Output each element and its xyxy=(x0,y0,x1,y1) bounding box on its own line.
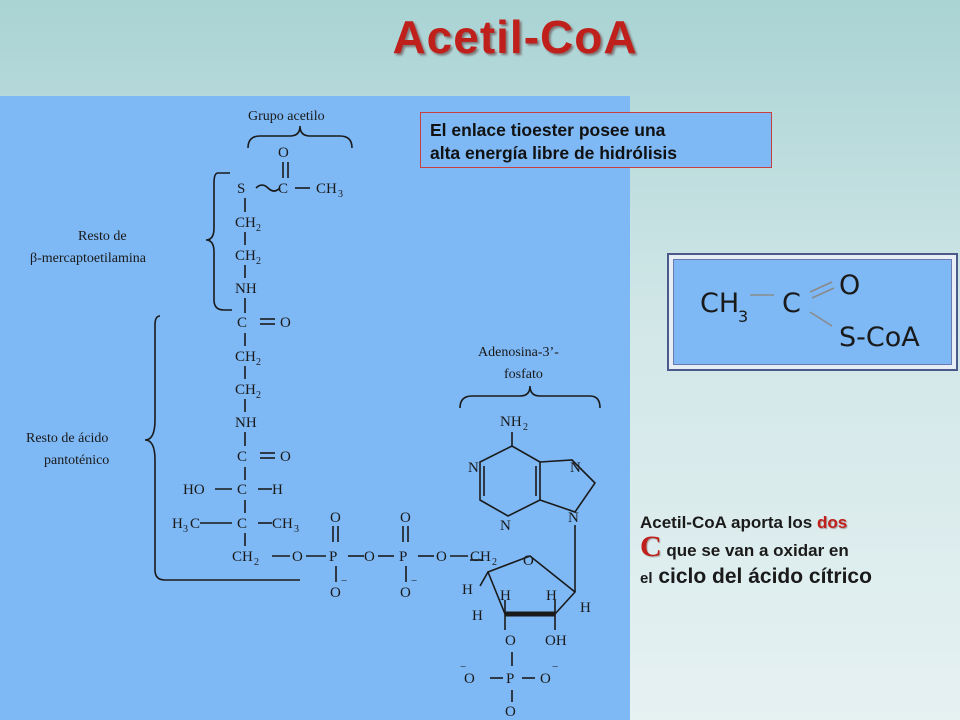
thioester-note: El enlace tioester posee una alta energí… xyxy=(420,112,772,168)
svg-text:NH: NH xyxy=(235,415,257,431)
svg-text:2: 2 xyxy=(492,557,497,568)
svg-text:NH: NH xyxy=(235,281,257,297)
svg-text:3: 3 xyxy=(294,524,299,535)
caption-part-2: que se van a oxidar en xyxy=(661,541,849,560)
svg-text:H: H xyxy=(546,588,557,604)
svg-text:CH: CH xyxy=(235,248,256,264)
svg-text:CH: CH xyxy=(272,516,293,532)
caption-part-1: Acetil-CoA aporta los xyxy=(640,513,817,532)
svg-text:H: H xyxy=(472,608,483,624)
svg-text:2: 2 xyxy=(254,557,259,568)
svg-text:−: − xyxy=(341,575,347,587)
svg-text:2: 2 xyxy=(256,357,261,368)
caption-line-1: Acetil-CoA aporta los dos xyxy=(640,512,955,534)
formula-o: O xyxy=(839,270,860,301)
caption-text: Acetil-CoA aporta los dos C que se van a… xyxy=(640,512,955,594)
svg-text:CH: CH xyxy=(235,215,256,231)
label-fosfato: fosfato xyxy=(504,367,543,382)
svg-text:N: N xyxy=(568,510,579,526)
svg-text:CH: CH xyxy=(232,549,253,565)
svg-text:N: N xyxy=(468,460,479,476)
caption-line-2: C que se van a oxidar en xyxy=(640,532,955,562)
svg-text:2: 2 xyxy=(256,256,261,267)
formula-c: C xyxy=(782,288,801,319)
svg-text:P: P xyxy=(329,549,337,565)
svg-text:H: H xyxy=(462,582,473,598)
caption-c: C xyxy=(640,530,662,563)
note-line-1: El enlace tioester posee una xyxy=(430,120,666,140)
svg-text:P: P xyxy=(399,549,407,565)
acetyl-coa-structure-diagram: O S C CH3 CH2 CH2 NH C O CH2 CH2 NH C O … xyxy=(26,109,601,720)
svg-text:C: C xyxy=(237,482,247,498)
svg-text:CH: CH xyxy=(235,382,256,398)
svg-text:C: C xyxy=(237,315,247,331)
svg-text:O: O xyxy=(330,585,341,601)
svg-text:O: O xyxy=(505,704,516,720)
svg-text:O: O xyxy=(436,549,447,565)
svg-text:P: P xyxy=(506,671,514,687)
formula-ch: CH xyxy=(700,288,739,319)
svg-text:S: S xyxy=(237,181,245,197)
label-grupo-acetilo: Grupo acetilo xyxy=(248,109,325,124)
svg-text:O: O xyxy=(400,510,411,526)
svg-text:CH: CH xyxy=(316,181,337,197)
svg-text:H: H xyxy=(580,600,591,616)
svg-text:C: C xyxy=(237,516,247,532)
svg-text:N: N xyxy=(570,460,581,476)
label-adenosina: Adenosina-3’- xyxy=(478,345,559,360)
svg-text:−: − xyxy=(460,661,466,673)
label-resto-de: Resto de xyxy=(78,229,127,244)
svg-text:2: 2 xyxy=(256,223,261,234)
svg-text:O: O xyxy=(464,671,475,687)
svg-text:O: O xyxy=(292,549,303,565)
svg-text:O: O xyxy=(364,549,375,565)
svg-text:NH: NH xyxy=(500,414,522,430)
label-resto-acido: Resto de ácido xyxy=(26,431,108,446)
svg-text:−: − xyxy=(411,575,417,587)
caption-part-3: ciclo del ácido cítrico xyxy=(652,565,872,588)
svg-text:H: H xyxy=(500,588,511,604)
label-pantotenico: pantoténico xyxy=(44,453,109,468)
formula-s-coa: S-CoA xyxy=(839,322,920,353)
svg-text:H: H xyxy=(272,482,283,498)
svg-text:O: O xyxy=(400,585,411,601)
caption-dos: dos xyxy=(816,513,848,532)
svg-text:HO: HO xyxy=(183,482,205,498)
svg-text:O: O xyxy=(523,553,534,569)
svg-text:O: O xyxy=(278,145,289,161)
svg-text:OH: OH xyxy=(545,633,567,649)
svg-text:3: 3 xyxy=(183,524,188,535)
svg-text:O: O xyxy=(280,315,291,331)
svg-text:2: 2 xyxy=(256,390,261,401)
svg-text:O: O xyxy=(505,633,516,649)
caption-line-3: el ciclo del ácido cítrico xyxy=(640,562,955,594)
label-mercaptoetilamina: β-mercaptoetilamina xyxy=(30,251,147,266)
formula-subscript-3: 3 xyxy=(738,307,748,326)
svg-text:H: H xyxy=(172,516,183,532)
svg-text:3: 3 xyxy=(338,189,343,200)
svg-text:N: N xyxy=(500,518,511,534)
svg-text:O: O xyxy=(330,510,341,526)
svg-text:CH: CH xyxy=(470,549,491,565)
formula-inner-panel: CH 3 C O S-CoA xyxy=(673,259,952,365)
slide-title: Acetil-CoA xyxy=(392,11,638,63)
svg-text:−: − xyxy=(552,661,558,673)
condensed-formula-diagram: CH 3 C O S-CoA xyxy=(700,270,920,353)
acetyl-coa-formula-box: CH 3 C O S-CoA xyxy=(667,253,958,371)
svg-text:O: O xyxy=(280,449,291,465)
svg-text:2: 2 xyxy=(523,422,528,433)
caption-el: el xyxy=(640,570,653,587)
svg-text:O: O xyxy=(540,671,551,687)
svg-text:CH: CH xyxy=(235,349,256,365)
note-line-2: alta energía libre de hidrólisis xyxy=(430,143,678,163)
svg-text:C: C xyxy=(237,449,247,465)
svg-text:C: C xyxy=(278,181,288,197)
svg-text:C: C xyxy=(190,516,200,532)
